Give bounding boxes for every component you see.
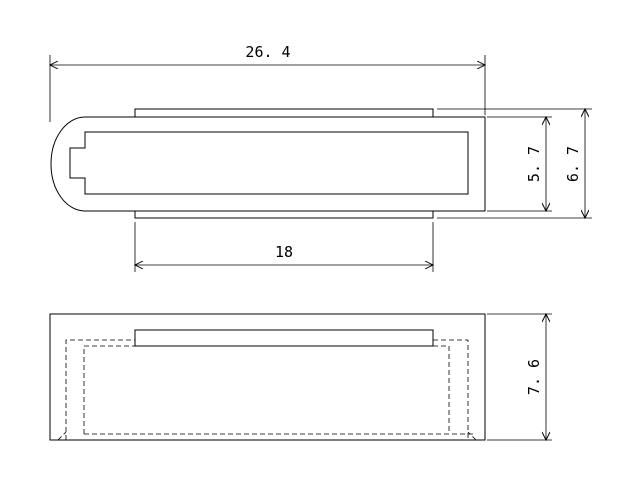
top-view [50,108,486,219]
hidden-lines [57,339,477,441]
dim-inner-height [487,117,552,211]
dim-inner-length-label: 18 [275,243,293,261]
dim-overall-length [50,55,485,122]
dim-side-height [487,314,552,440]
outer-body [50,116,486,212]
dim-overall-length-label: 26. 4 [245,43,290,61]
side-flange [134,329,434,347]
dim-inner-length [135,222,433,272]
dim-outer-height-label: 6. 7 [564,146,582,182]
top-flange [134,108,434,118]
side-outer-body [49,313,486,441]
dim-inner-height-label: 5. 7 [525,146,543,182]
dim-outer-height [437,109,592,218]
dim-side-height-label: 7. 6 [525,359,543,395]
side-view [49,313,486,441]
inner-slot [69,131,469,195]
